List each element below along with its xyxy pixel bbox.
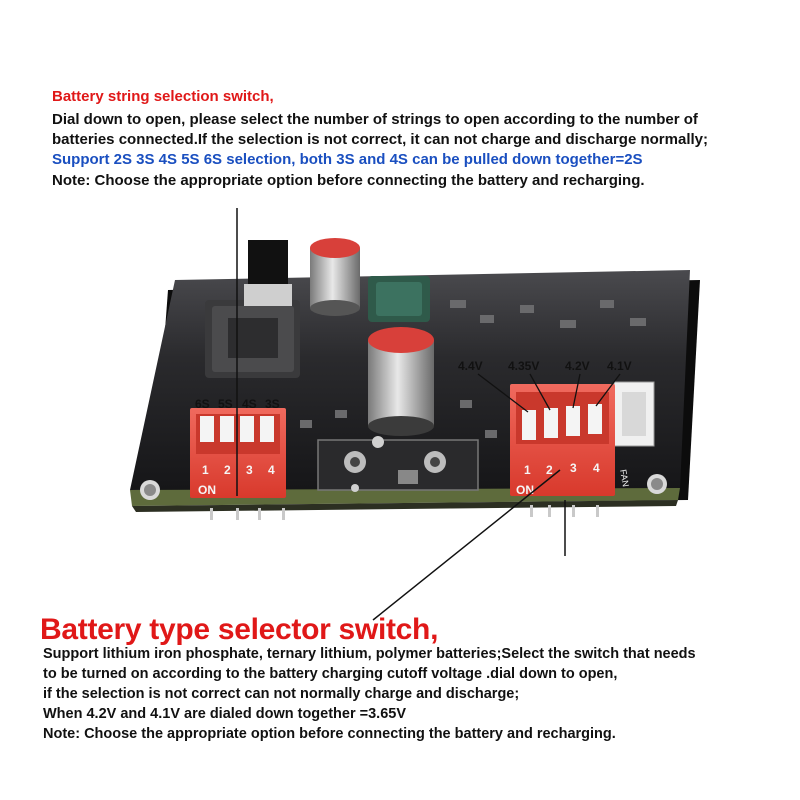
type-toggle-2 xyxy=(544,408,558,438)
type-label-4v2: 4.2V xyxy=(565,359,590,373)
string-switch-line-1: Dial down to open, please select the num… xyxy=(52,111,698,128)
type-toggle-4 xyxy=(588,404,602,434)
type-toggle-1 xyxy=(522,410,536,440)
string-label-5s: 5S xyxy=(218,397,233,411)
string-toggle-2 xyxy=(220,416,234,442)
string-dip-switch: 1 2 3 4 ON xyxy=(190,408,286,498)
type-switch-num-1: 1 xyxy=(524,463,531,477)
type-dip-switch: 1 2 3 4 ON xyxy=(510,384,615,497)
green-inductor xyxy=(368,276,430,322)
mounting-holes xyxy=(140,474,667,500)
type-switch-num-2: 2 xyxy=(546,463,553,477)
type-switch-line-1: Support lithium iron phosphate, ternary … xyxy=(43,646,696,662)
mosfet xyxy=(244,240,292,306)
type-callout-line xyxy=(372,469,561,621)
string-switch-num-4: 4 xyxy=(268,463,275,477)
header-pins xyxy=(210,505,599,520)
type-label-4v1: 4.1V xyxy=(607,359,632,373)
string-switch-line-4: Note: Choose the appropriate option befo… xyxy=(52,172,645,189)
smd-components xyxy=(300,300,646,438)
type-switch-line-2: to be turned on according to the battery… xyxy=(43,666,618,682)
string-switch-num-3: 3 xyxy=(246,463,253,477)
type-switch-line-3: if the selection is not correct can not … xyxy=(43,686,520,702)
string-switch-num-2: 2 xyxy=(224,463,231,477)
fan-label: FAN xyxy=(618,469,631,488)
string-switch-title: Battery string selection switch, xyxy=(52,88,274,105)
fan-connector: FAN xyxy=(613,381,655,488)
string-label-4s: 4S xyxy=(242,397,257,411)
string-switch-num-1: 1 xyxy=(202,463,209,477)
string-toggle-4 xyxy=(260,416,274,442)
type-switch-line-4: When 4.2V and 4.1V are dialed down toget… xyxy=(43,706,407,722)
type-toggle-3 xyxy=(566,406,580,436)
power-inductor xyxy=(205,300,300,378)
string-switch-on-label: ON xyxy=(198,483,216,497)
type-label-4v4: 4.4V xyxy=(458,359,483,373)
type-label-4v35: 4.35V xyxy=(508,359,539,373)
string-label-3s: 3S xyxy=(265,397,280,411)
string-switch-line-3: Support 2S 3S 4S 5S 6S selection, both 3… xyxy=(52,151,643,168)
type-switch-on-label: ON xyxy=(516,483,534,497)
string-label-6s: 6S xyxy=(195,397,210,411)
string-toggle-1 xyxy=(200,416,214,442)
string-toggle-3 xyxy=(240,416,254,442)
type-switch-title: Battery type selector switch, xyxy=(40,613,439,646)
capacitor-main xyxy=(368,327,434,436)
terminal-area xyxy=(317,436,479,492)
type-switch-num-3: 3 xyxy=(570,461,577,475)
type-switch-num-4: 4 xyxy=(593,461,600,475)
string-switch-line-2: batteries connected.If the selection is … xyxy=(52,131,708,148)
capacitor-top xyxy=(310,238,360,316)
type-leader-lines xyxy=(477,373,621,413)
type-switch-line-5: Note: Choose the appropriate option befo… xyxy=(43,726,616,742)
